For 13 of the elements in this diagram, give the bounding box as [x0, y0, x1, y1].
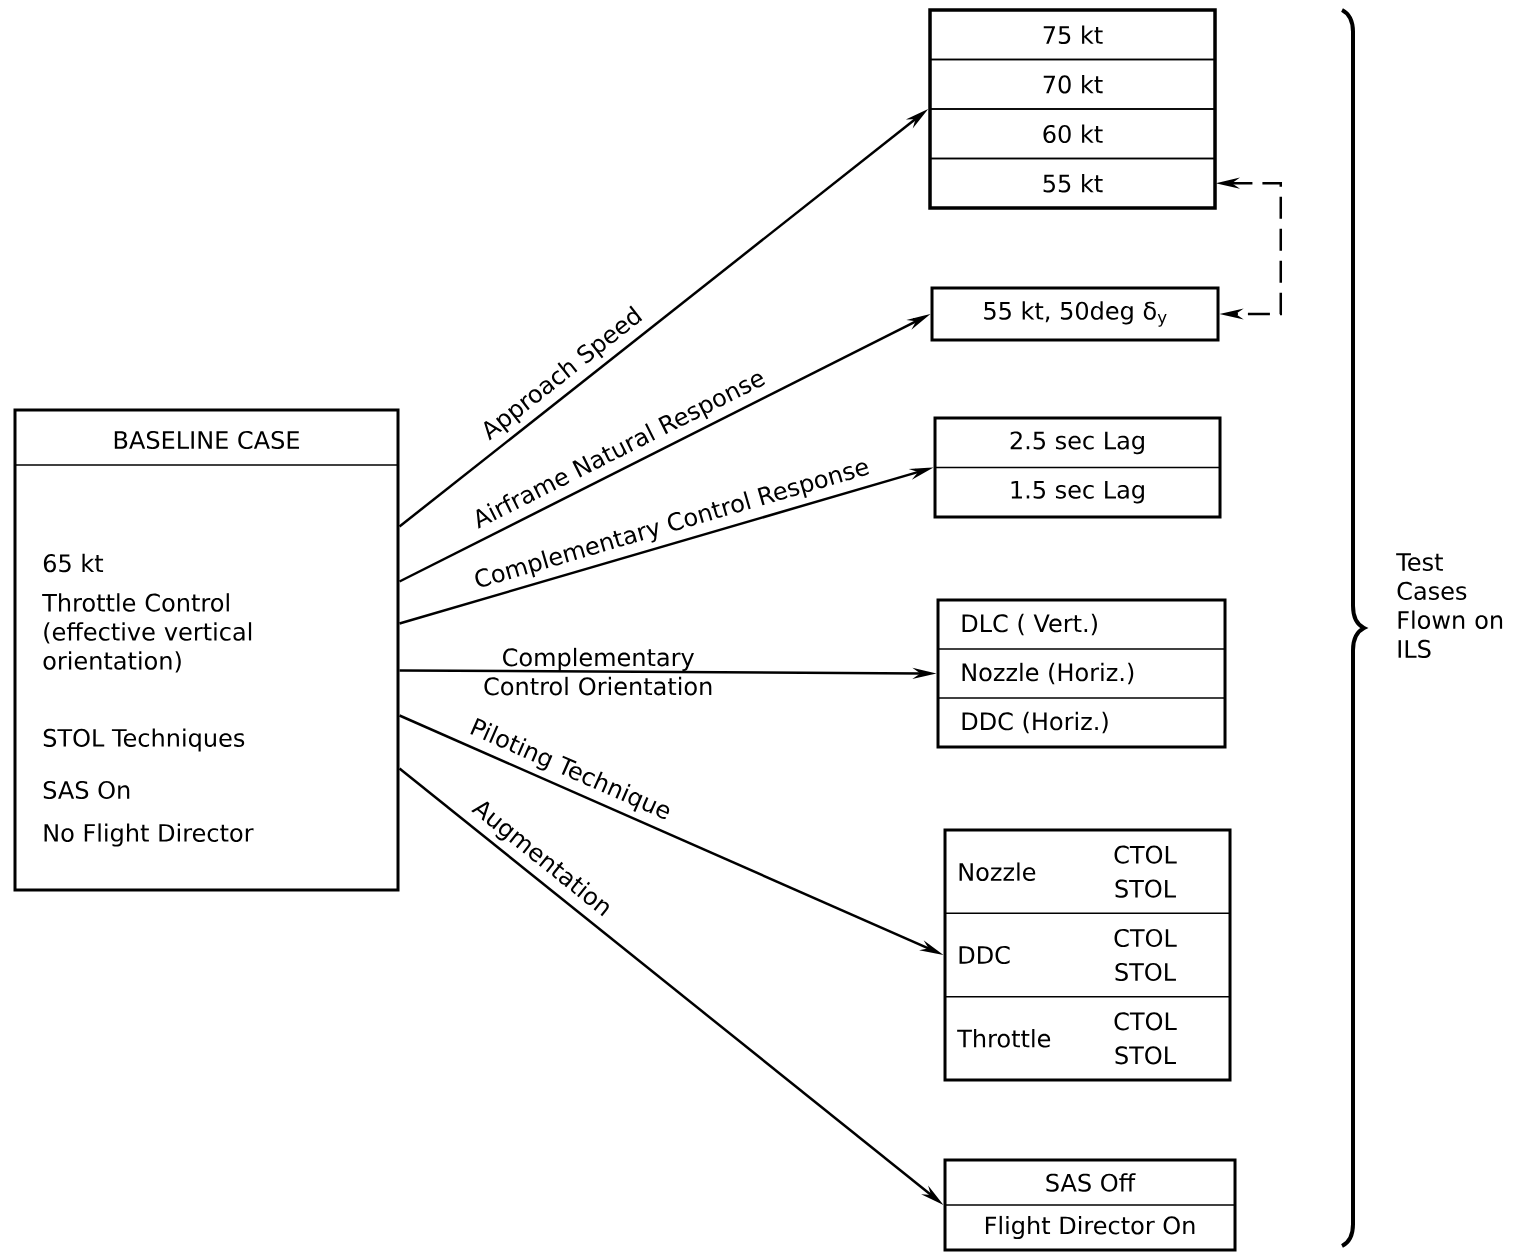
case-table: 55 kt, 50deg δ$_{y}$ [930, 286, 1220, 342]
edge-label: Complementary Control Orientation [484, 647, 712, 696]
case-table: DLC ( Vert.) Nozzle (Horiz.) DDC (Horiz.) [936, 598, 1227, 749]
speed-table [928, 8, 1217, 210]
table-cell: 60 kt [929, 108, 1216, 160]
case-table: SAS Off Flight Director On [943, 1158, 1237, 1252]
table-cell: 55 kt [929, 157, 1216, 209]
table-cell: 70 kt [929, 58, 1216, 110]
case-table: Nozzle CTOL STOL DDC CTOL STOL Throttle CTOL STOL [943, 828, 1232, 1082]
baseline-box: BASELINE CASE 65 kt Throttle Control (effective vertical orientation) STOL Techniques SAS On No Flight Director [13, 408, 400, 892]
brace-label: Test Cases Flown on ILS [1396, 553, 1503, 659]
table-cell: 75 kt [929, 9, 1216, 61]
case-table: 2.5 sec Lag 1.5 sec Lag [933, 416, 1222, 519]
